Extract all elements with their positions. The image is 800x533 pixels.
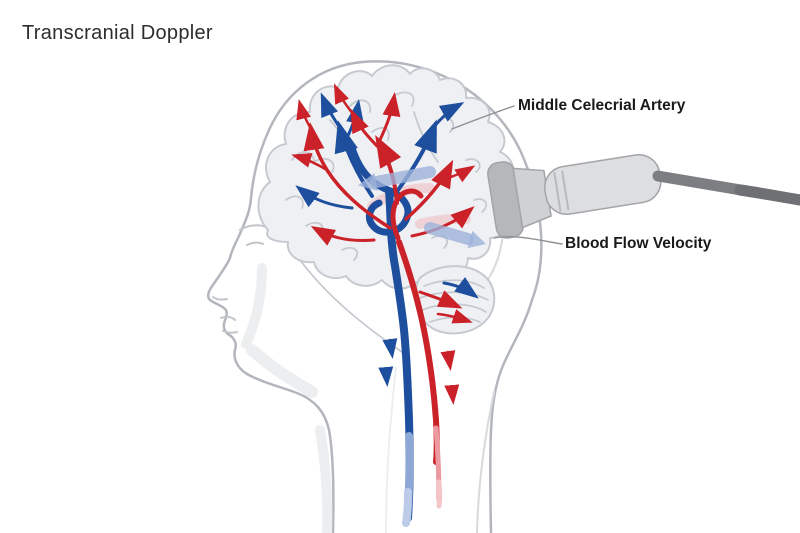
flow-arrow-upper — [370, 166, 436, 188]
probe-seam-line — [561, 170, 570, 211]
ultrasound-probe — [487, 154, 662, 239]
probe-neck — [512, 167, 552, 229]
leader-line-velocity — [493, 235, 563, 245]
flow-arrow-lower — [424, 222, 474, 245]
flow-arrowhead-upper — [358, 172, 378, 191]
probe-cable-end — [734, 184, 800, 206]
cerebellum — [414, 265, 496, 335]
head-outline — [206, 60, 543, 533]
flow-arrowhead-lower — [467, 230, 486, 249]
leader-line-artery — [451, 105, 515, 130]
probe-seam-line — [553, 171, 562, 212]
page-title: Transcranial Doppler — [22, 22, 213, 44]
label-middle-cerebral-artery: Middle Celecrial Artery — [518, 97, 686, 114]
flow-direction-arrows — [358, 166, 486, 249]
artery-network — [291, 83, 476, 509]
label-blood-flow-velocity: Blood Flow Velocity — [565, 235, 712, 252]
